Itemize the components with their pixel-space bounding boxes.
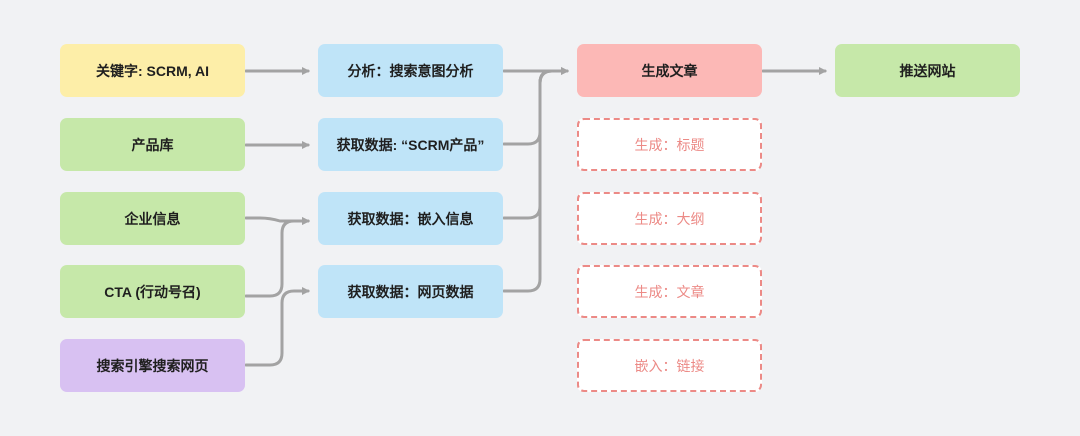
arrow-search-to-fetch-web [244, 287, 310, 367]
node-cta-label: CTA (行动号召) [104, 283, 201, 300]
node-subtask-article: 生成：文章 [577, 265, 762, 318]
node-fetch-embed-label: 获取数据：嵌入信息 [347, 210, 474, 227]
arrow-fetch-web-to-generate [502, 69, 554, 293]
node-fetch-embed: 获取数据：嵌入信息 [318, 192, 503, 245]
node-push-site: 推送网站 [835, 44, 1020, 97]
node-subtask-links-label: 嵌入：链接 [634, 357, 705, 374]
node-subtask-outline: 生成：大纲 [577, 192, 762, 245]
node-push-site-label: 推送网站 [899, 62, 956, 79]
node-search-engine-pages: 搜索引擎搜索网页 [60, 339, 245, 392]
node-subtask-title: 生成：标题 [577, 118, 762, 171]
arrow-fetch-scrm-to-generate [502, 67, 569, 146]
node-subtask-links: 嵌入：链接 [577, 339, 762, 392]
node-keywords: 关键字: SCRM, AI [60, 44, 245, 97]
node-fetch-scrm: 获取数据: “SCRM产品” [318, 118, 503, 171]
node-fetch-scrm-label: 获取数据: “SCRM产品” [336, 136, 485, 153]
node-subtask-outline-label: 生成：大纲 [634, 210, 705, 227]
node-subtask-article-label: 生成：文章 [634, 283, 705, 300]
node-company-info: 企业信息 [60, 192, 245, 245]
node-keywords-label: 关键字: SCRM, AI [95, 62, 210, 79]
node-generate-article: 生成文章 [577, 44, 762, 97]
node-fetch-web-label: 获取数据：网页数据 [347, 283, 474, 300]
node-generate-article-label: 生成文章 [641, 62, 698, 79]
node-product-library-label: 产品库 [131, 136, 174, 153]
node-subtask-title-label: 生成：标题 [634, 136, 705, 153]
node-search-engine-pages-label: 搜索引擎搜索网页 [96, 357, 209, 374]
arrow-cta-to-fetch-embed [244, 217, 310, 298]
node-cta: CTA (行动号召) [60, 265, 245, 318]
node-fetch-web: 获取数据：网页数据 [318, 265, 503, 318]
arrow-company-to-fetch-embed [244, 216, 310, 225]
node-company-info-label: 企业信息 [124, 210, 181, 227]
node-analysis-label: 分析：搜索意图分析 [347, 62, 474, 79]
node-product-library: 产品库 [60, 118, 245, 171]
node-analysis: 分析：搜索意图分析 [318, 44, 503, 97]
